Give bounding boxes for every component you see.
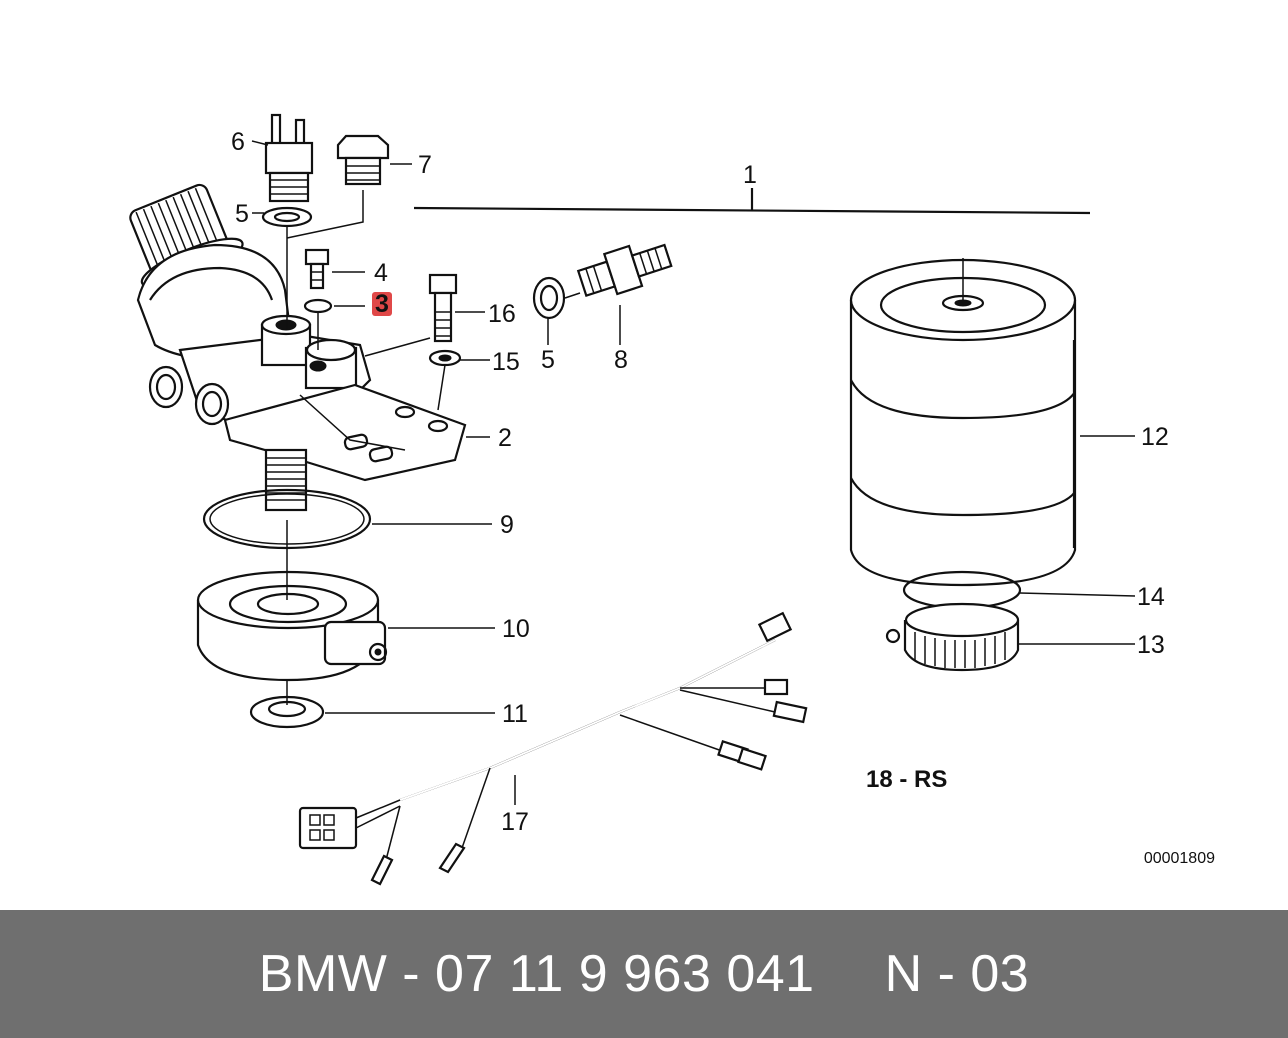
wiring-harness-drawing — [298, 611, 808, 886]
callout-10: 10 — [502, 615, 530, 643]
callout-11: 11 — [502, 700, 528, 728]
callout-16: 16 — [488, 300, 516, 328]
callout-leader-lines — [251, 140, 1136, 805]
callout-1: 1 — [743, 161, 757, 189]
callout-14: 14 — [1137, 583, 1165, 611]
callout-15: 15 — [492, 348, 520, 376]
diagram-note: 18 - RS — [866, 766, 947, 793]
diagram-canvas: 1 2 3 4 5 5 6 7 8 9 10 11 12 13 14 15 16… — [129, 113, 1215, 886]
diagram-position: N - 03 — [884, 945, 1030, 1003]
filter-head-drawing — [129, 113, 673, 729]
callout-13: 13 — [1137, 631, 1165, 659]
callout-4: 4 — [374, 259, 388, 287]
callout-5-top: 5 — [235, 200, 249, 228]
callout-5-middle: 5 — [541, 346, 555, 374]
callout-6: 6 — [231, 128, 245, 156]
filter-cartridge-drawing — [849, 258, 1077, 672]
exploded-parts-diagram: 1 2 3 4 5 5 6 7 8 9 10 11 12 13 14 15 16… — [129, 113, 1215, 886]
callout-17: 17 — [501, 808, 529, 836]
callout-7: 7 — [418, 151, 432, 179]
callout-3-highlight — [372, 292, 392, 316]
part-number: BMW - 07 11 9 963 041 — [258, 945, 815, 1003]
callout-9: 9 — [500, 511, 514, 539]
part-number-banner: BMW - 07 11 9 963 041 N - 03 — [0, 910, 1288, 1038]
callout-12: 12 — [1141, 423, 1169, 451]
callout-2: 2 — [498, 424, 512, 452]
image-code: 00001809 — [1144, 850, 1215, 867]
callout-3: 3 — [375, 290, 389, 318]
callout-8: 8 — [614, 346, 628, 374]
callout-numbers: 1 2 3 4 5 5 6 7 8 9 10 11 12 13 14 15 16… — [231, 128, 1169, 836]
